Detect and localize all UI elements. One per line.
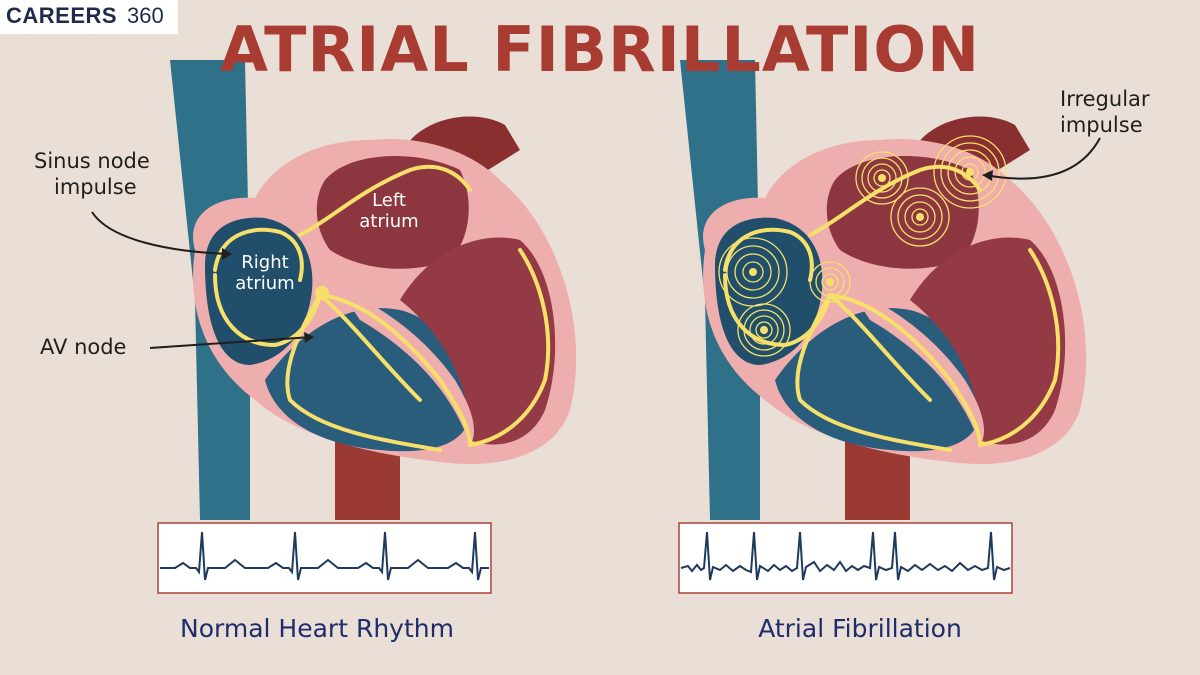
- logo-word-360: 360: [127, 3, 164, 28]
- ecg-normal-strip: [157, 522, 492, 594]
- normal-heart-illustration: [168, 58, 579, 522]
- sinus-node-label-line1: Sinus node: [34, 149, 150, 173]
- left-atrium-label: Left atrium: [354, 190, 424, 232]
- label-pointers: [91, 137, 1101, 349]
- afib-heart-illustration: [678, 58, 1089, 522]
- right-atrium-label: Right atrium: [230, 252, 300, 294]
- careers360-logo: CAREERS 360: [0, 0, 178, 34]
- sinus-node-label: Sinus node impulse: [34, 148, 150, 200]
- sinus-node-label-line2: impulse: [54, 175, 137, 199]
- logo-word-careers: CAREERS: [6, 3, 118, 28]
- afib-caption: Atrial Fibrillation: [758, 614, 962, 643]
- left-atrium-label-line2: atrium: [359, 211, 419, 232]
- irregular-impulse-label-line1: Irregular: [1060, 87, 1150, 111]
- normal-rhythm-caption: Normal Heart Rhythm: [180, 614, 454, 643]
- right-atrium-label-line1: Right: [241, 252, 289, 273]
- left-atrium-label-line1: Left: [372, 190, 406, 211]
- ecg-afib-strip: [678, 522, 1013, 594]
- irregular-impulse-label: Irregular impulse: [1060, 86, 1150, 138]
- right-atrium-label-line2: atrium: [235, 273, 295, 294]
- page-title: ATRIAL FIBRILLATION: [220, 13, 980, 86]
- irregular-impulse-label-line2: impulse: [1060, 113, 1143, 137]
- av-node-label: AV node: [40, 335, 127, 359]
